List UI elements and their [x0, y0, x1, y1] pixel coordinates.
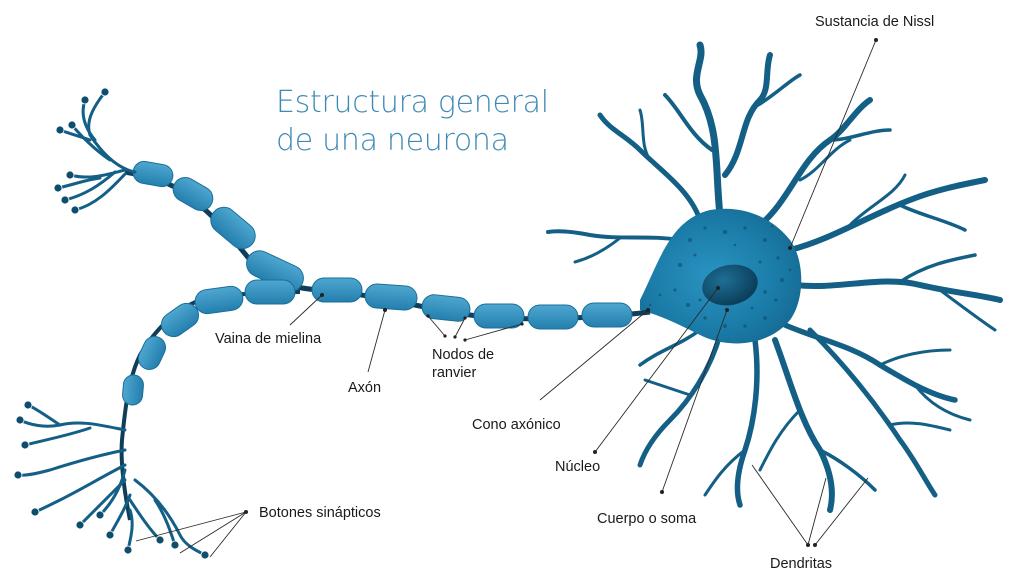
label-dendrites: Dendritas: [770, 556, 832, 573]
label-nissl-substance: Sustancia de Nissl: [815, 14, 934, 31]
upper-terminal-branches: [58, 92, 135, 210]
axon-branch: [122, 292, 300, 520]
label-ranvier-line-2: ranvier: [432, 365, 476, 382]
label-ranvier-line-1: Nodos de: [432, 347, 494, 364]
label-synaptic-buttons: Botones sinápticos: [259, 505, 381, 522]
title-line-2: de una neurona: [276, 122, 549, 160]
label-soma: Cuerpo o soma: [597, 511, 696, 528]
label-myelin-sheath: Vaina de mielina: [215, 331, 321, 348]
label-nucleus: Núcleo: [555, 459, 600, 476]
myelin-sheath: [122, 160, 632, 406]
label-axon-hillock: Cono axónico: [472, 417, 561, 434]
label-axon: Axón: [348, 380, 381, 397]
title-line-1: Estructura general: [276, 84, 549, 122]
diagram-title: Estructura general de una neurona: [276, 84, 549, 160]
